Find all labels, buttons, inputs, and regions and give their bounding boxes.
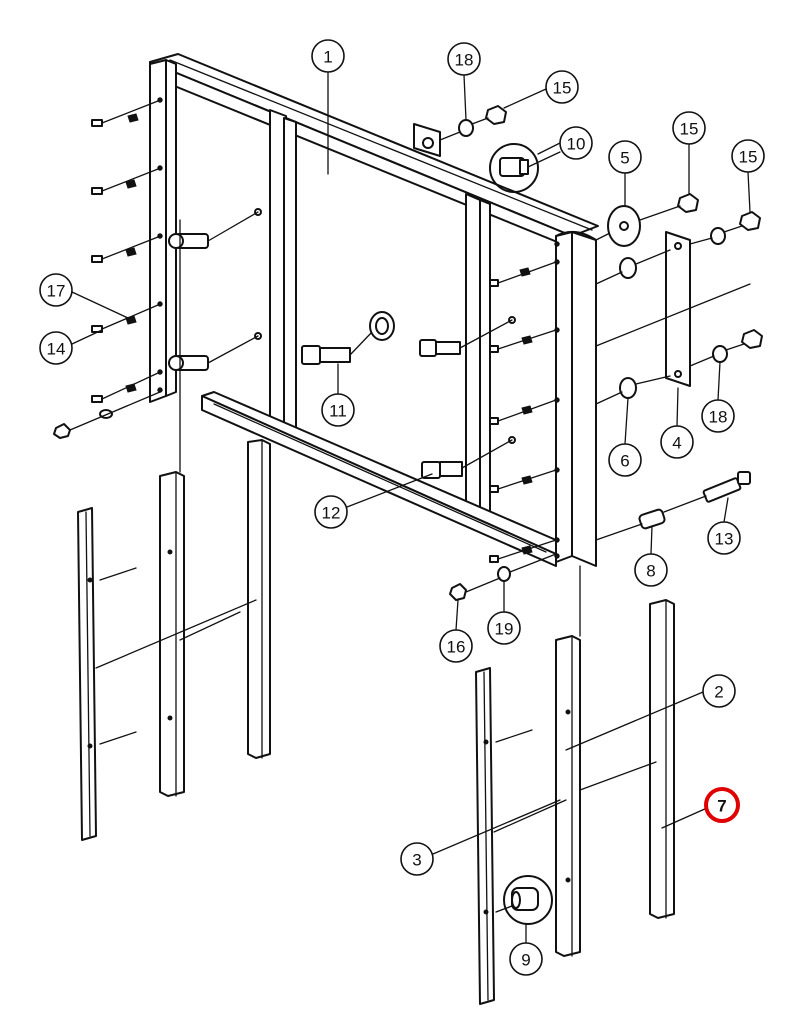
svg-text:19: 19 bbox=[495, 620, 514, 639]
right-exploded-parts bbox=[439, 105, 763, 601]
svg-text:15: 15 bbox=[739, 148, 758, 167]
svg-text:3: 3 bbox=[412, 851, 421, 870]
callout-18-right: 18 bbox=[701, 399, 735, 433]
callout-7-highlighted: 7 bbox=[704, 787, 740, 823]
callout-17: 17 bbox=[39, 273, 73, 307]
svg-text:13: 13 bbox=[715, 530, 734, 549]
callout-9: 9 bbox=[509, 942, 543, 976]
center-parts bbox=[301, 143, 561, 479]
right-post-bolts bbox=[489, 261, 557, 563]
callout-19: 19 bbox=[487, 611, 521, 645]
svg-text:5: 5 bbox=[620, 149, 629, 168]
svg-text:18: 18 bbox=[455, 51, 474, 70]
svg-text:6: 6 bbox=[620, 452, 629, 471]
callout-15-mid: 15 bbox=[672, 111, 706, 145]
leader-lines bbox=[71, 71, 751, 944]
main-frame bbox=[149, 53, 599, 567]
callout-5: 5 bbox=[608, 140, 642, 174]
callout-15-top: 15 bbox=[545, 70, 579, 104]
callout-8: 8 bbox=[634, 553, 668, 587]
svg-text:16: 16 bbox=[447, 638, 466, 657]
svg-text:15: 15 bbox=[680, 120, 699, 139]
svg-text:8: 8 bbox=[646, 562, 655, 581]
svg-text:9: 9 bbox=[521, 951, 530, 970]
callout-10: 10 bbox=[559, 126, 593, 160]
left-bolts bbox=[53, 100, 262, 439]
svg-text:14: 14 bbox=[47, 340, 66, 359]
svg-text:15: 15 bbox=[553, 79, 572, 98]
callout-11: 11 bbox=[321, 393, 355, 427]
svg-text:7: 7 bbox=[717, 797, 726, 816]
callout-16: 16 bbox=[439, 629, 473, 663]
svg-text:17: 17 bbox=[47, 282, 66, 301]
callout-14: 14 bbox=[39, 331, 73, 365]
svg-text:10: 10 bbox=[567, 135, 586, 154]
svg-text:4: 4 bbox=[672, 434, 681, 453]
callout-12: 12 bbox=[314, 495, 348, 529]
callouts: 1 2 3 4 5 6 7 8 9 10 11 12 13 14 15 15 1… bbox=[39, 39, 765, 976]
svg-text:12: 12 bbox=[322, 504, 341, 523]
callout-13: 13 bbox=[707, 521, 741, 555]
left-legs bbox=[77, 219, 271, 841]
callout-1: 1 bbox=[311, 39, 345, 73]
callout-4: 4 bbox=[660, 425, 694, 459]
right-legs bbox=[475, 565, 675, 1005]
callout-15-right: 15 bbox=[731, 139, 765, 173]
callout-2: 2 bbox=[702, 674, 736, 708]
svg-text:1: 1 bbox=[323, 48, 332, 67]
svg-text:18: 18 bbox=[709, 408, 728, 427]
svg-text:2: 2 bbox=[714, 683, 723, 702]
svg-text:11: 11 bbox=[329, 402, 347, 421]
callout-3: 3 bbox=[400, 842, 434, 876]
callout-6: 6 bbox=[608, 443, 642, 477]
callout-18-top: 18 bbox=[447, 42, 481, 76]
